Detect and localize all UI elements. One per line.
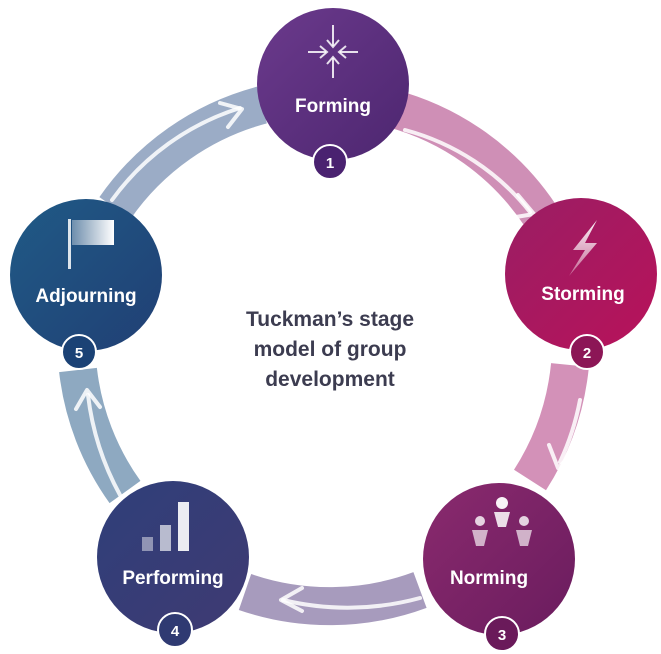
flow-arrow-2-3-head <box>547 443 577 470</box>
flow-arrow-5-1-head <box>218 101 244 129</box>
stage-label-storming: Storming <box>541 284 624 305</box>
stage-norming: Norming 3 <box>423 483 575 652</box>
stage-number-3: 3 <box>498 627 506 644</box>
flow-arrows <box>74 101 582 613</box>
ring-segment-performing-adjourning <box>59 367 141 504</box>
flag-icon <box>68 219 114 269</box>
lightning-icon <box>569 220 597 276</box>
stage-circle-forming <box>257 8 409 160</box>
title-line-1: Tuckman’s stage <box>245 308 415 331</box>
flow-arrow-4-5 <box>86 393 122 497</box>
stage-number-5: 5 <box>75 345 83 362</box>
stage-number-1: 1 <box>326 155 334 172</box>
diagram-title: Tuckman’s stage model of group developme… <box>215 305 445 395</box>
stage-label-norming: Norming <box>450 568 528 589</box>
bar-chart-icon <box>142 502 189 551</box>
stage-number-badge-5 <box>61 334 97 370</box>
stage-number-badge-4 <box>157 612 193 648</box>
stage-number-badge-3 <box>484 616 520 652</box>
stage-number-2: 2 <box>583 345 591 362</box>
stage-label-performing: Performing <box>122 568 223 589</box>
stage-performing: Performing 4 <box>97 481 249 648</box>
people-group-icon <box>472 497 532 546</box>
ring-segment-storming-norming <box>513 362 589 491</box>
stage-label-adjourning: Adjourning <box>35 286 136 307</box>
flow-arrow-1-2-head <box>508 193 536 220</box>
stage-circle-storming <box>505 198 657 350</box>
ring-segment-forming-storming <box>384 89 556 226</box>
stage-label-forming: Forming <box>295 96 371 117</box>
stage-adjourning: Adjourning 5 <box>10 199 162 370</box>
title-line-3: development <box>265 368 395 391</box>
stage-number-badge-2 <box>569 334 605 370</box>
flow-arrow-5-1 <box>110 106 242 202</box>
ring-segment-adjourning-forming <box>99 86 268 220</box>
stage-number-4: 4 <box>171 623 180 640</box>
flow-arrow-3-4 <box>281 596 422 610</box>
flow-arrow-2-3 <box>558 398 582 464</box>
stage-storming: Storming 2 <box>505 198 657 370</box>
title-line-2: model of group <box>253 338 407 361</box>
stage-forming: Forming 1 <box>257 8 409 180</box>
converge-arrows-icon <box>308 25 358 78</box>
flow-arrow-3-4-head <box>279 586 304 613</box>
flow-arrow-4-5-head <box>74 388 102 411</box>
stage-circle-norming <box>423 483 575 635</box>
stage-number-badge-1 <box>312 144 348 180</box>
stage-circle-performing <box>97 481 249 633</box>
stage-circle-adjourning <box>10 199 162 351</box>
